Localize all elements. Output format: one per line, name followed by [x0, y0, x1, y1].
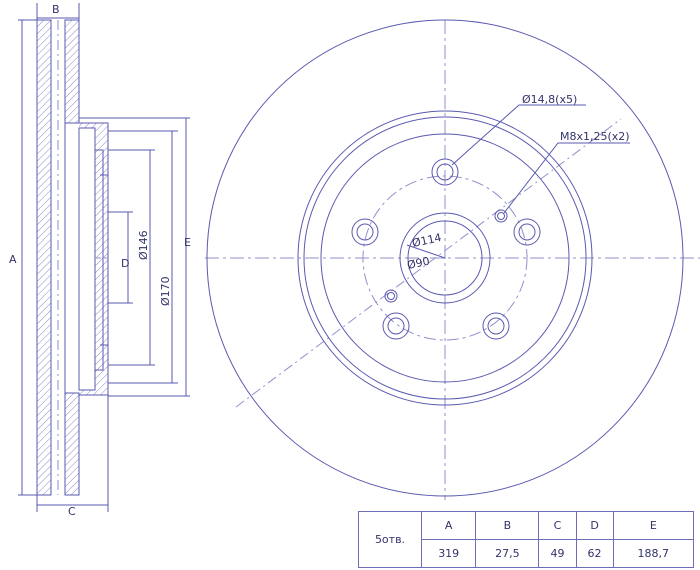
- dim-c-label: C: [68, 505, 76, 518]
- table-header-row: 5отв. A B C D E: [358, 511, 695, 568]
- dim-a-label: A: [9, 253, 17, 266]
- dim-d146-label: Ø146: [137, 230, 150, 260]
- outer-friction-face: [64, 19, 80, 124]
- value-d: 62: [575, 539, 614, 568]
- dim-b-label: B: [52, 3, 60, 16]
- bolt-hole: [482, 312, 510, 340]
- threads-leader: [503, 142, 630, 214]
- bolt-hole: [351, 218, 379, 246]
- header-b: B: [475, 511, 540, 540]
- threaded-hole: [494, 209, 508, 223]
- rotor-outer-edge: [206, 19, 684, 497]
- spec-table: 5отв. A B C D E 319 27,5 49 62 188,7: [358, 511, 695, 568]
- bolt-hole: [513, 218, 541, 246]
- value-c: 49: [538, 539, 577, 568]
- front-view: [205, 19, 700, 500]
- value-e: 188,7: [612, 539, 695, 568]
- dim-d170-label: Ø170: [159, 276, 172, 306]
- bore-label: Ø90: [406, 255, 431, 272]
- threaded-hole: [384, 289, 398, 303]
- dim-d-label: D: [121, 257, 129, 270]
- inner-friction-face: [36, 19, 52, 496]
- value-a: 319: [420, 539, 477, 568]
- header-a: A: [420, 511, 477, 540]
- hat-outer: [303, 116, 587, 400]
- bolt-hole: [431, 158, 459, 186]
- holes-leader: [451, 104, 586, 166]
- outer-friction-face-lower: [64, 392, 80, 496]
- diagonal-centerline: [235, 118, 622, 408]
- header-e: E: [612, 511, 695, 540]
- table-value-row: 319 27,5 49 62 188,7: [359, 539, 695, 568]
- header-d: D: [575, 511, 614, 540]
- bolt-holes: [351, 158, 541, 340]
- pcd-label: Ø114: [411, 231, 443, 250]
- friction-inner-edge: [297, 110, 593, 406]
- threaded-holes: [384, 209, 508, 303]
- hub-face: [320, 133, 570, 383]
- pcd-leader: [406, 244, 446, 259]
- value-b: 27,5: [475, 539, 540, 568]
- holes-callout: Ø14,8(x5): [522, 93, 577, 106]
- side-view: [18, 3, 190, 512]
- hole-count-label: 5отв.: [358, 511, 422, 568]
- header-c: C: [538, 511, 577, 540]
- dim-e-label: E: [184, 236, 191, 249]
- bolt-hole: [382, 312, 410, 340]
- threads-callout: M8x1,25(x2): [560, 130, 630, 143]
- centre-bore: [399, 212, 491, 304]
- pcd-circle: [362, 175, 528, 341]
